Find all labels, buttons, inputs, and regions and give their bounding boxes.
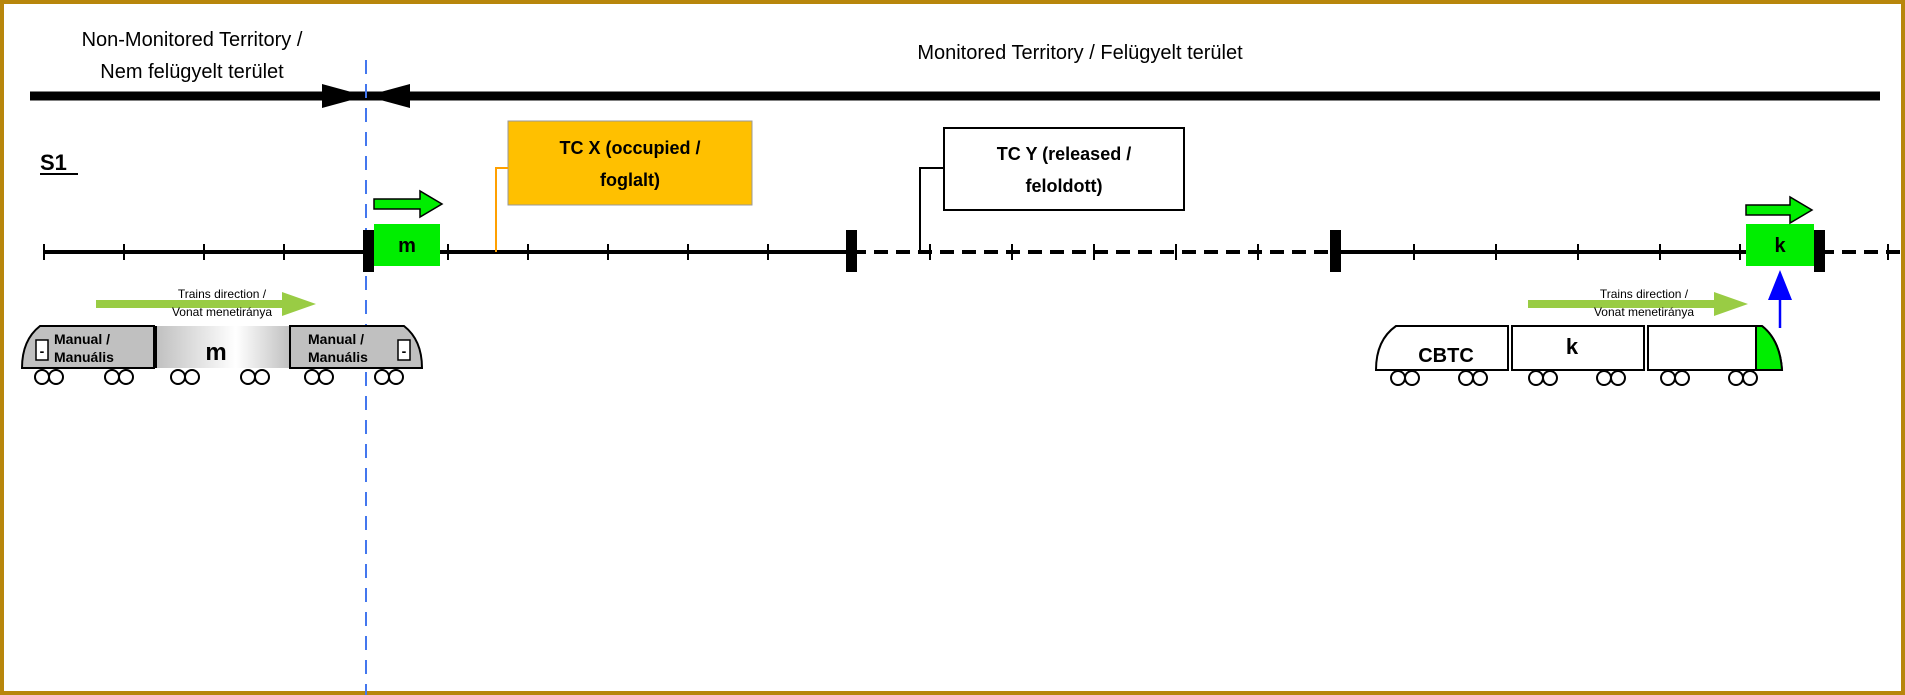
- train-m-right-end-label: -: [402, 343, 407, 359]
- tc-x-callout-box: [507, 120, 753, 206]
- train-m-wheels: [34, 369, 404, 385]
- train-k: CBTC k: [1374, 325, 1784, 386]
- track-joint-1: [363, 230, 374, 272]
- train-m-direction-arrow: [96, 292, 316, 316]
- train-m-direction-line1: Trains direction /: [178, 287, 267, 301]
- train-k-direction-line1: Trains direction /: [1600, 287, 1689, 301]
- track-ticks: [43, 244, 1889, 260]
- territory-boundary-left-arrow: [322, 84, 366, 108]
- marker-m-label: m: [398, 235, 416, 257]
- territory-boundary-right-arrow: [366, 84, 410, 108]
- marker-m-direction-arrow: [373, 189, 444, 219]
- train-m-left-end-label: -: [40, 343, 45, 359]
- non-monitored-label-line1: Non-Monitored Territory /: [82, 29, 303, 51]
- train-m-center-label: m: [205, 339, 226, 366]
- train-m-right-car-line1: Manual /: [308, 331, 364, 347]
- train-m-left-car: [20, 325, 155, 369]
- tc-y-leader-line: [919, 167, 944, 252]
- train-m-left-end-box: [35, 339, 49, 361]
- train-k-wheels: [1390, 370, 1758, 386]
- marker-k-label: k: [1774, 235, 1786, 257]
- train-k-cbtc-label: CBTC: [1418, 345, 1474, 367]
- tc-x-label-line2: foglalt): [600, 170, 660, 190]
- section-label: S1: [40, 150, 67, 175]
- marker-k-box: [1746, 224, 1814, 266]
- track-joint-4: [1814, 230, 1825, 272]
- monitored-label: Monitored Territory / Felügyelt terület: [917, 42, 1243, 64]
- train-m: - - Manual / Manuális m Manual / Manuáli…: [20, 325, 424, 385]
- track-joint-3: [1330, 230, 1341, 272]
- train-m-right-end-box: [397, 339, 411, 361]
- train-k-rear-car: [1374, 325, 1509, 371]
- train-k-pointer-head: [1768, 270, 1792, 300]
- train-k-center-label: k: [1566, 334, 1579, 359]
- tc-x-label-line1: TC X (occupied /: [559, 138, 700, 158]
- tc-y-label-line1: TC Y (released /: [997, 144, 1131, 164]
- train-m-direction-line2: Vonat menetiránya: [172, 305, 272, 319]
- marker-m-box: [374, 224, 440, 266]
- track-joint-2: [846, 230, 857, 272]
- train-m-left-car-line2: Manuális: [54, 349, 114, 365]
- train-k-rear-mid-car-cover: [1514, 328, 1642, 368]
- train-m-right-car-line2: Manuális: [308, 349, 368, 365]
- tc-x-leader-line: [495, 167, 508, 252]
- marker-k-direction-arrow: [1745, 195, 1814, 225]
- train-k-front-nose: [1755, 325, 1784, 371]
- train-m-left-car-line1: Manual /: [54, 331, 110, 347]
- tc-y-label-line2: feloldott): [1026, 176, 1103, 196]
- tc-y-callout-box: [943, 127, 1185, 211]
- train-k-direction-arrow: [1528, 292, 1748, 316]
- train-m-mid-right-car: [236, 326, 290, 368]
- train-m-right-car: [289, 325, 424, 369]
- train-k-direction-line2: Vonat menetiránya: [1594, 305, 1694, 319]
- non-monitored-label-line2: Nem felügyelt terület: [100, 61, 284, 83]
- train-m-mid-left-car: [156, 326, 236, 368]
